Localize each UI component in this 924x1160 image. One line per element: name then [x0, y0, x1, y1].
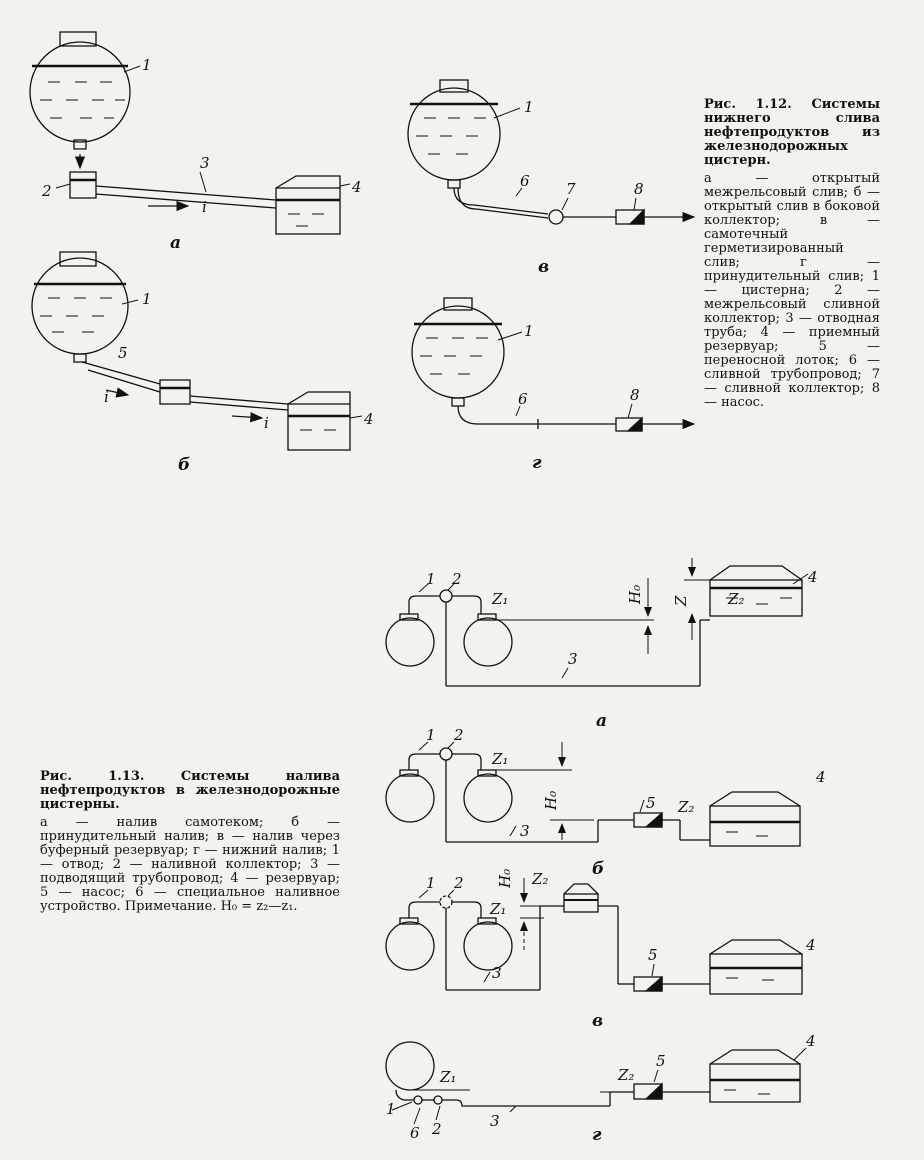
fig12-panel-g-letter: г	[532, 453, 542, 473]
fig13b-label-h0: H₀	[542, 791, 560, 811]
fig13-panel-a	[385, 558, 809, 687]
fig13a-label-h0: H₀	[626, 585, 644, 605]
fig12-panel-a	[29, 31, 351, 235]
fig13-caption-title: Рис. 1.13. Системы налива нефтепродуктов…	[40, 769, 340, 812]
fig13-panel-v	[385, 878, 803, 995]
fig13b-label-5: 5	[646, 794, 656, 812]
fig13g-label-5: 5	[656, 1052, 666, 1070]
fig12g-label-6: 6	[518, 390, 528, 408]
fig12-panel-v	[407, 79, 696, 225]
fig12-caption: Рис. 1.12. Системы нижнего слива нефтепр…	[704, 98, 880, 414]
fig13g-label-1: 1	[386, 1100, 396, 1118]
fig13a-label-3: 3	[568, 650, 578, 668]
fig12-panel-g	[411, 297, 696, 432]
fig12g-label-8: 8	[630, 386, 640, 404]
fig13-panel-g	[385, 1041, 807, 1125]
fig13b-label-z2: Z₂	[677, 798, 694, 816]
fig13g-label-2: 2	[431, 1120, 442, 1138]
fig12-panel-b-letter: б	[178, 455, 190, 475]
fig13v-label-1: 1	[426, 874, 436, 892]
fig13v-label-4: 4	[805, 936, 816, 954]
fig13v-label-h0: H₀	[496, 869, 514, 889]
fig12-panel-b	[31, 251, 363, 451]
fig12b-label-4: 4	[363, 410, 374, 428]
fig13a-label-2: 2	[451, 570, 462, 588]
fig12-panel-v-letter: в	[538, 257, 549, 277]
fig12b-label-5: 5	[118, 344, 128, 362]
fig13b-label-z1: Z₁	[491, 750, 508, 768]
fig13a-label-z2: Z₂	[727, 590, 744, 608]
fig13v-label-z1: Z₁	[489, 900, 506, 918]
fig12a-label-2: 2	[41, 182, 52, 200]
fig12a-label-3: 3	[200, 154, 210, 172]
fig13-panel-g-letter: г	[592, 1125, 602, 1145]
fig12-caption-legend: а — открытый межрельсовый слив; б — откр…	[704, 171, 880, 410]
fig13-panel-v-letter: в	[592, 1011, 603, 1031]
fig13-panel-a-letter: а	[596, 711, 607, 731]
fig12a-label-1: 1	[142, 56, 152, 74]
fig13g-label-4: 4	[805, 1032, 816, 1050]
fig13b-label-4: 4	[815, 768, 826, 786]
fig13b-label-1: 1	[426, 726, 436, 744]
fig12-panel-a-letter: а	[170, 233, 181, 253]
fig13a-label-1: 1	[426, 570, 436, 588]
fig12g-label-1: 1	[524, 322, 534, 340]
fig13a-label-4: 4	[807, 568, 818, 586]
fig12v-label-8: 8	[634, 180, 644, 198]
fig12-caption-title: Рис. 1.12. Системы нижнего слива нефтепр…	[704, 97, 880, 168]
fig13g-label-z2: Z₂	[617, 1066, 634, 1084]
fig13-caption-legend: а — налив самотеком; б — принудительный …	[40, 815, 340, 914]
fig13a-label-z1: Z₁	[491, 590, 508, 608]
fig12a-slope: i	[202, 198, 207, 216]
fig13-panel-b	[385, 741, 801, 847]
fig12b-slope-2: i	[264, 414, 269, 432]
fig13g-label-3: 3	[490, 1112, 500, 1130]
fig12v-label-7: 7	[566, 180, 576, 198]
fig12a-label-4: 4	[351, 178, 362, 196]
fig12b-label-1: 1	[142, 290, 152, 308]
fig13g-label-z1: Z₁	[439, 1068, 456, 1086]
fig12v-label-6: 6	[520, 172, 530, 190]
fig13b-label-2: 2	[453, 726, 464, 744]
fig13-panel-b-letter: б	[592, 859, 604, 879]
fig13g-label-6: 6	[410, 1124, 420, 1142]
fig12v-label-1: 1	[524, 98, 534, 116]
fig13a-label-z: Z	[672, 595, 690, 607]
fig13v-label-z2: Z₂	[531, 870, 548, 888]
fig13v-label-2: 2	[453, 874, 464, 892]
fig13v-label-5: 5	[648, 946, 658, 964]
fig12b-slope-1: i	[104, 388, 109, 406]
fig13v-label-3: 3	[492, 964, 502, 982]
fig13-caption: Рис. 1.13. Системы налива нефтепродуктов…	[40, 770, 340, 918]
fig13b-label-3: 3	[520, 822, 530, 840]
